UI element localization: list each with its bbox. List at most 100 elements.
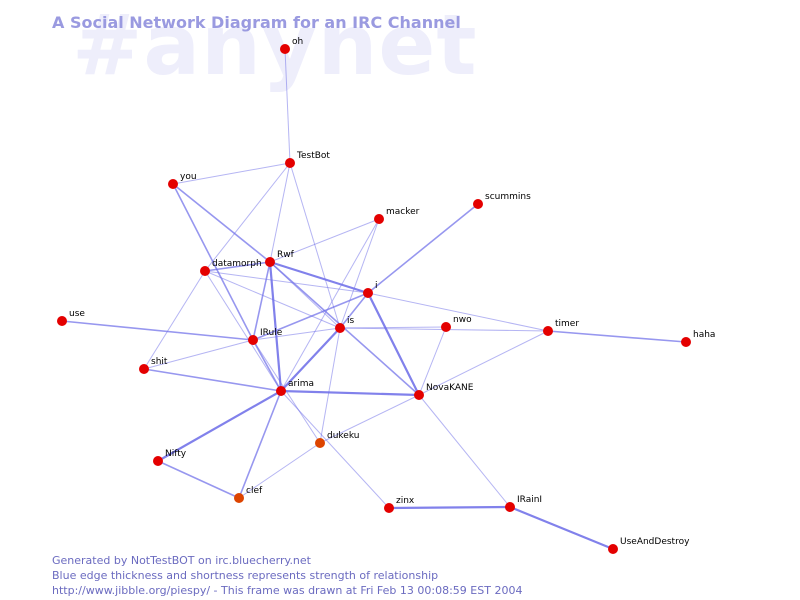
node-macker: macker [374, 207, 420, 224]
edge-is-arima [280, 327, 341, 392]
node-dot-timer [543, 326, 553, 336]
node-label-nwo: nwo [453, 315, 472, 325]
node-clef: clef [234, 486, 263, 503]
edge-NovaKANE-IRainI [418, 394, 511, 508]
node-oh: oh [280, 37, 303, 54]
node-NovaKANE: NovaKANE [414, 383, 474, 400]
node-label-dukeku: dukeku [327, 431, 359, 441]
edge-macker-Rwf [269, 218, 380, 263]
node-IRainI: IRainI [505, 495, 542, 512]
edge-TestBot-you [172, 162, 291, 185]
node-dot-you [168, 179, 178, 189]
edge-datamorph-i [204, 270, 369, 294]
node-Rwf: Rwf [265, 250, 295, 267]
edge-Nifty-clef [157, 460, 240, 499]
node-TestBot: TestBot [285, 151, 330, 168]
edge-is-dukeku [319, 327, 341, 444]
node-label-clef: clef [246, 486, 263, 496]
edge-IRule-shit [143, 339, 254, 370]
edge-TestBot-Rwf [269, 162, 291, 263]
node-dot-oh [280, 44, 290, 54]
node-dot-Nifty [153, 456, 163, 466]
node-label-Rwf: Rwf [277, 250, 295, 260]
nodes-layer: ohTestBotyouscumminsmackerdatamorphRwfiu… [57, 37, 715, 554]
edge-Rwf-i [269, 260, 369, 295]
footer-generated-by: Generated by NotTestBOT on irc.bluecherr… [52, 554, 311, 567]
edges-layer [61, 48, 687, 551]
footer-url-timestamp: http://www.jibble.org/piespy/ - This fra… [52, 584, 523, 597]
node-label-IRule: IRule [260, 328, 283, 338]
node-dot-IRainI [505, 502, 515, 512]
edge-use-IRule [61, 320, 254, 341]
edge-datamorph-arima [204, 270, 282, 392]
node-datamorph: datamorph [200, 259, 262, 276]
node-is: is [335, 316, 355, 333]
node-dot-nwo [441, 322, 451, 332]
edge-Rwf-is [269, 261, 341, 329]
edge-IRainI-UseAndDestroy [509, 505, 614, 551]
node-dot-NovaKANE [414, 390, 424, 400]
node-dot-arima [276, 386, 286, 396]
node-label-is: is [347, 316, 355, 326]
node-you: you [168, 172, 197, 189]
node-label-Nifty: Nifty [165, 449, 187, 459]
node-dot-datamorph [200, 266, 210, 276]
edge-i-is [339, 292, 369, 329]
node-label-TestBot: TestBot [296, 151, 330, 161]
node-nwo: nwo [441, 315, 472, 332]
edge-TestBot-datamorph [204, 162, 291, 272]
edge-Rwf-arima [268, 261, 283, 392]
edge-datamorph-shit [143, 270, 206, 370]
node-label-IRainI: IRainI [517, 495, 542, 505]
edge-timer-haha [547, 330, 687, 343]
edge-i-IRule [252, 292, 369, 341]
edge-zinx-IRainI [388, 505, 511, 510]
edge-arima-clef [238, 390, 282, 499]
node-dot-dukeku [315, 438, 325, 448]
node-IRule: IRule [248, 328, 283, 345]
edge-scummins-i [367, 203, 479, 294]
edge-TestBot-is [289, 162, 341, 329]
node-zinx: zinx [384, 496, 415, 513]
node-dot-clef [234, 493, 244, 503]
edge-oh-TestBot [284, 48, 291, 164]
edge-datamorph-Rwf [204, 261, 271, 272]
node-label-you: you [180, 172, 197, 182]
node-label-UseAndDestroy: UseAndDestroy [620, 537, 690, 547]
edge-IRule-arima [252, 339, 282, 392]
node-label-shit: shit [151, 357, 168, 367]
node-label-oh: oh [292, 37, 303, 47]
node-dot-haha [681, 337, 691, 347]
node-dot-Rwf [265, 257, 275, 267]
footer-legend-note: Blue edge thickness and shortness repres… [52, 569, 439, 582]
node-label-macker: macker [386, 207, 420, 217]
node-dot-UseAndDestroy [608, 544, 618, 554]
node-dot-TestBot [285, 158, 295, 168]
node-label-i: i [375, 281, 378, 291]
node-scummins: scummins [473, 192, 531, 209]
diagram-title: A Social Network Diagram for an IRC Chan… [52, 13, 461, 32]
node-shit: shit [139, 357, 168, 374]
node-dot-scummins [473, 199, 483, 209]
node-UseAndDestroy: UseAndDestroy [608, 537, 690, 554]
edge-nwo-NovaKANE [418, 326, 447, 396]
node-arima: arima [276, 379, 314, 396]
edge-dukeku-clef [238, 442, 321, 499]
edge-arima-NovaKANE [280, 389, 420, 397]
edge-dukeku-NovaKANE [319, 394, 420, 444]
node-label-scummins: scummins [485, 192, 531, 202]
node-Nifty: Nifty [153, 449, 187, 466]
edge-arima-Nifty [157, 390, 282, 462]
edge-you-Rwf [172, 183, 271, 263]
node-label-haha: haha [693, 330, 715, 340]
node-label-datamorph: datamorph [212, 259, 262, 269]
node-dot-shit [139, 364, 149, 374]
node-label-NovaKANE: NovaKANE [426, 383, 474, 393]
node-dot-is [335, 323, 345, 333]
node-label-timer: timer [555, 319, 579, 329]
edge-macker-is [339, 218, 380, 329]
edge-timer-NovaKANE [418, 330, 549, 396]
edge-macker-arima [280, 218, 380, 392]
